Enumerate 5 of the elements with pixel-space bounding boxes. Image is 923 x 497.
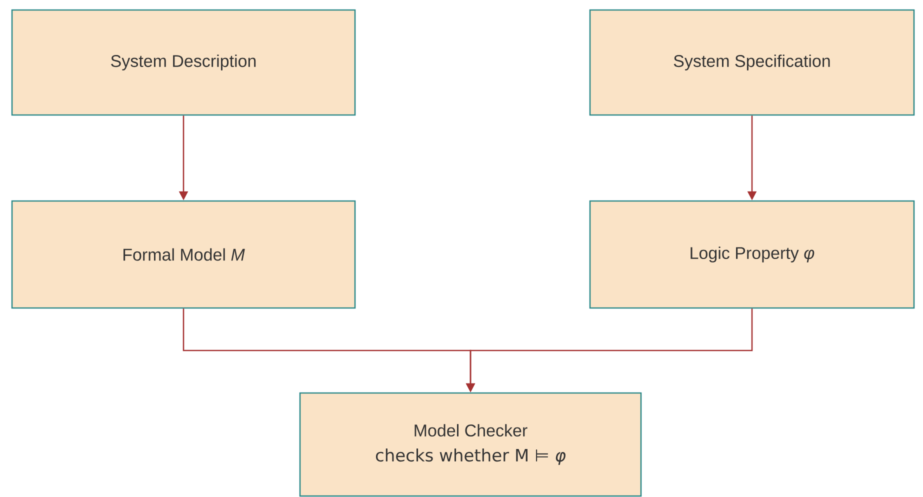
process-box: Formal Model M: [11, 200, 356, 309]
process-box: Model Checker checks whether M ⊨ φ: [299, 392, 642, 497]
process-box: System Description: [11, 9, 356, 116]
process-box: System Specification: [589, 9, 915, 116]
process-box: Logic Property φ: [589, 200, 915, 309]
